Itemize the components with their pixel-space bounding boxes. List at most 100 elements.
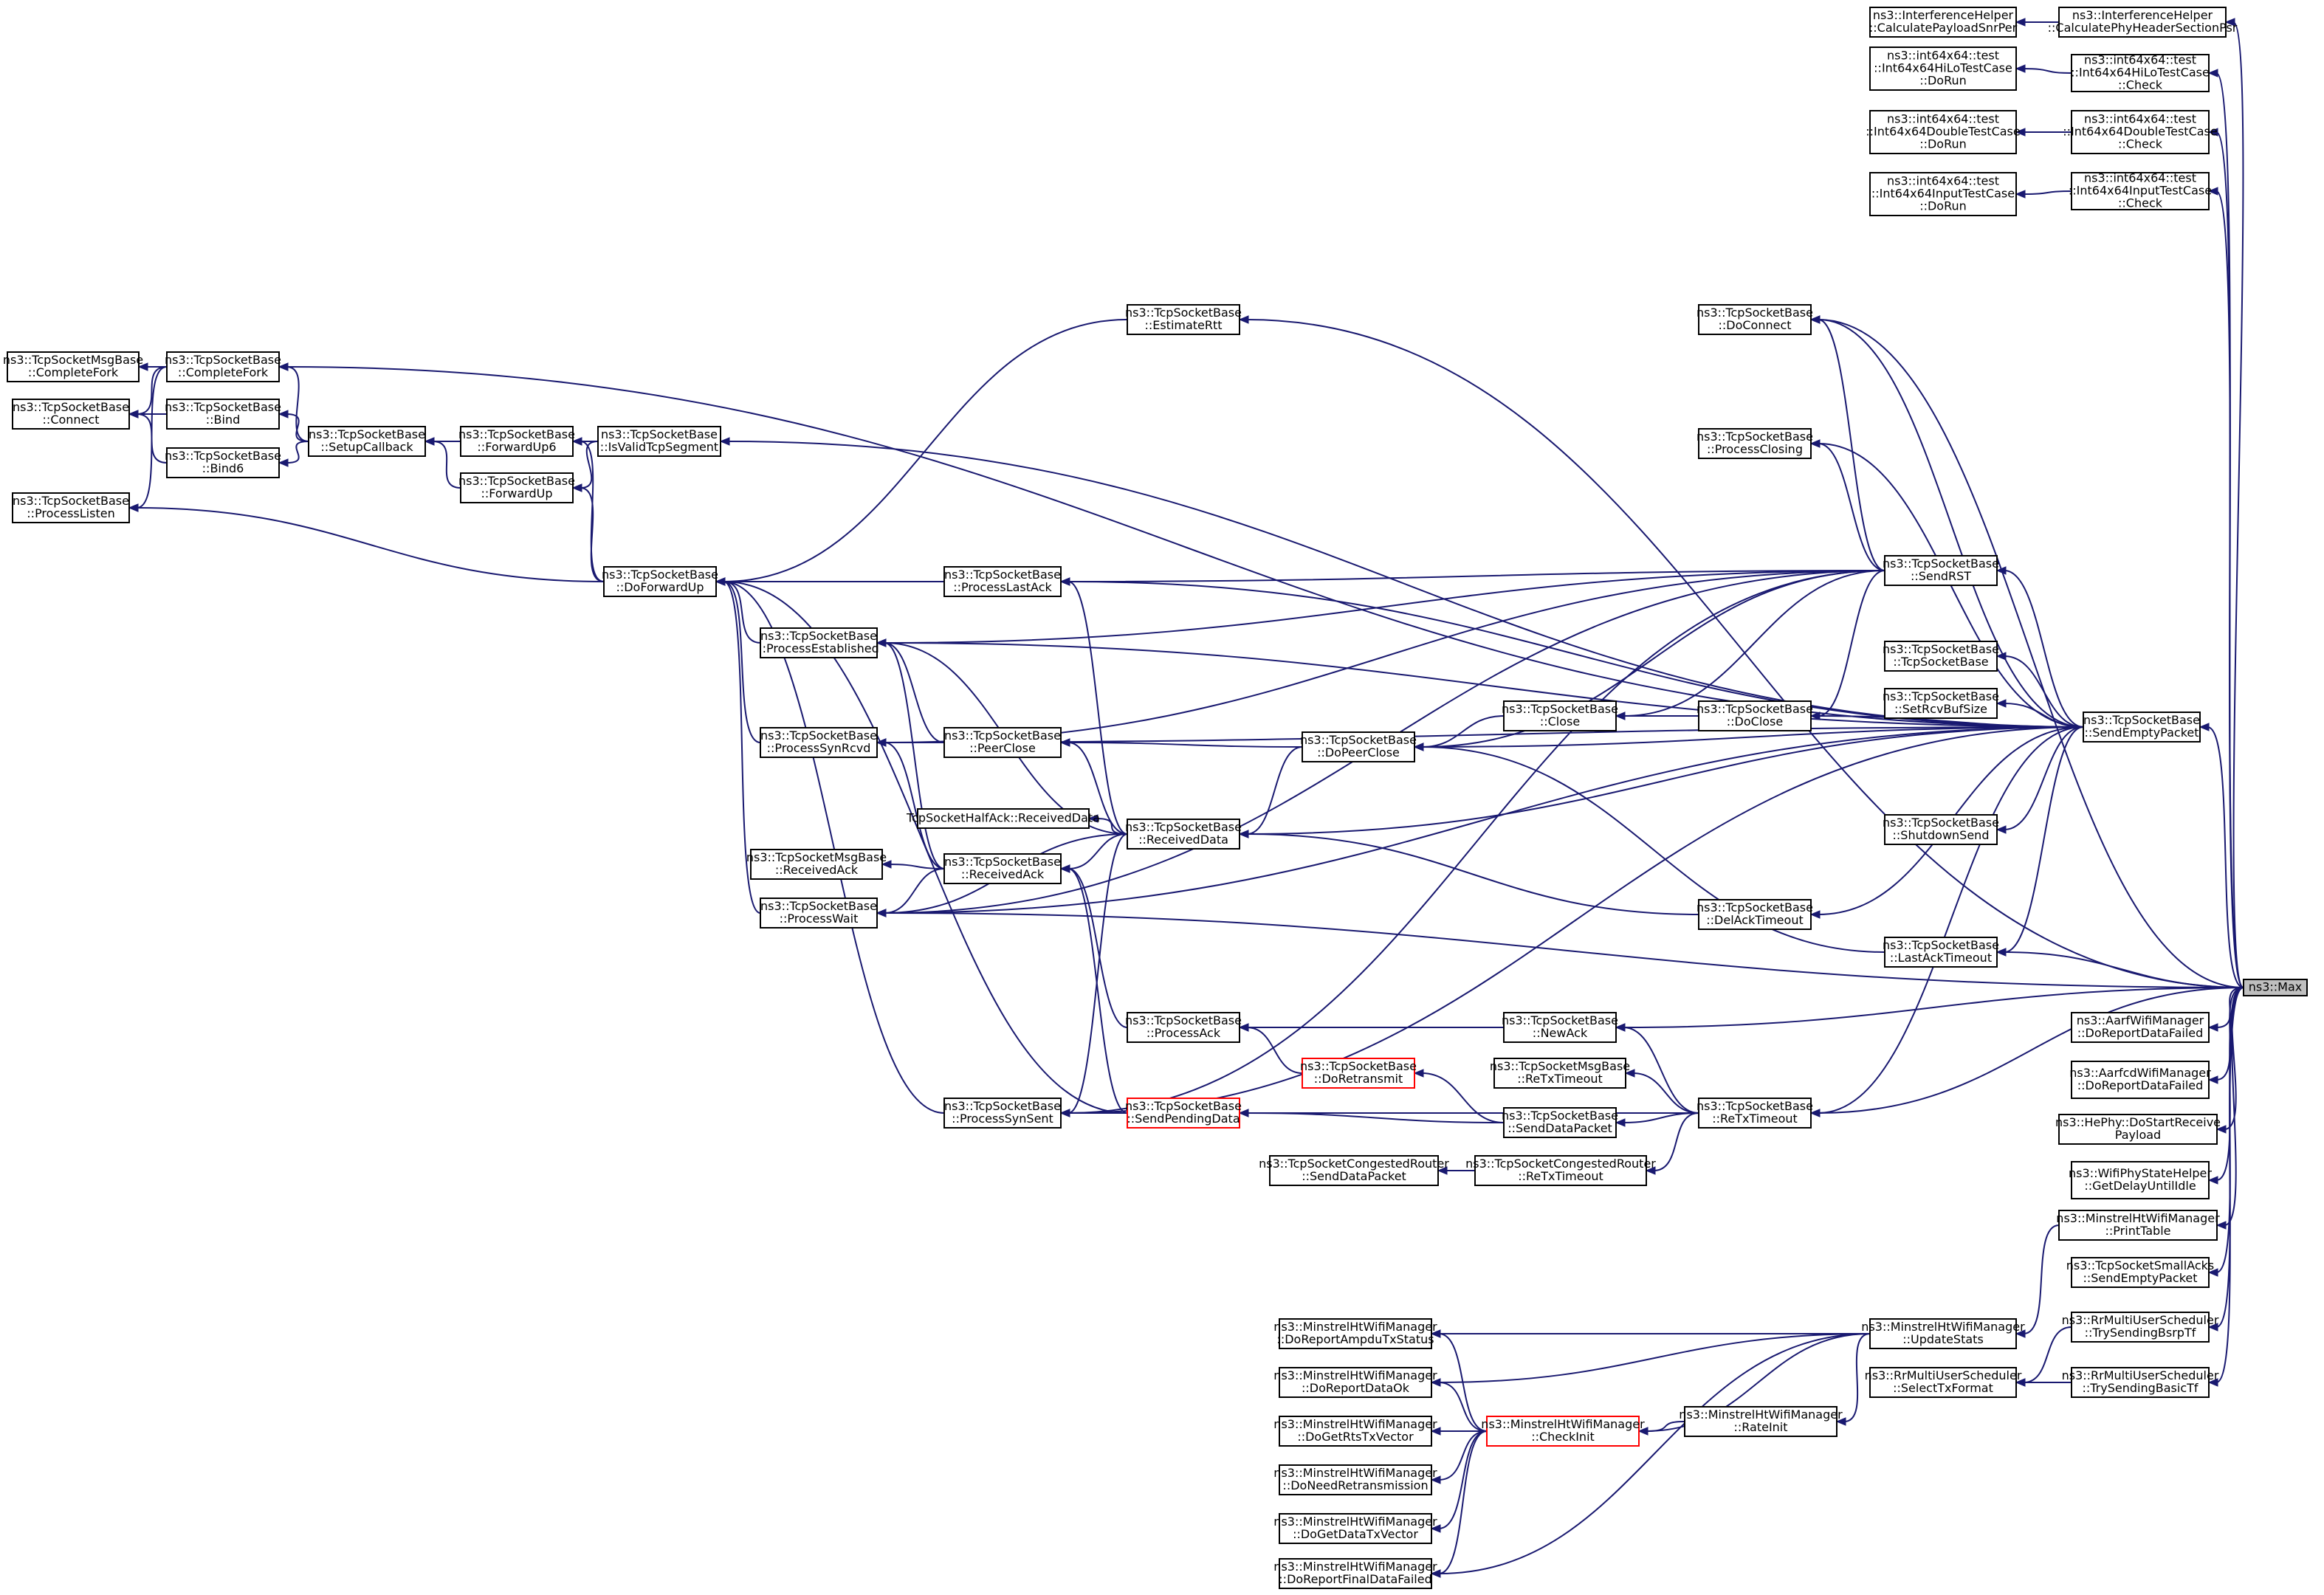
- node-bind6[interactable]: ns3::TcpSocketBase::Bind6: [165, 447, 281, 478]
- node-label-line: ::ProcessLastAck: [953, 580, 1052, 594]
- edge-lastack_timeout-to-send_empty: [1995, 726, 2084, 957]
- node-send-rst[interactable]: ns3::TcpSocketBase::SendRST: [1883, 555, 1999, 586]
- node-box: [1884, 688, 1998, 719]
- node-completefork[interactable]: ns3::TcpSocketBase::CompleteFork: [165, 351, 281, 382]
- node-basic-tf[interactable]: ns3::RrMultiUserScheduler::TrySendingBas…: [2062, 1367, 2219, 1398]
- node-bsrp[interactable]: ns3::RrMultiUserScheduler::TrySendingBsr…: [2062, 1312, 2219, 1343]
- node-label-line: ::DoConnect: [1718, 318, 1791, 332]
- node-send-data-packet[interactable]: ns3::TcpSocketBase::SendDataPacket: [1502, 1107, 1618, 1138]
- node-new-ack[interactable]: ns3::TcpSocketBase::NewAck: [1502, 1012, 1618, 1043]
- node-report-ok[interactable]: ns3::MinstrelHtWifiManager::DoReportData…: [1273, 1367, 1437, 1398]
- node-process-syn-sent[interactable]: ns3::TcpSocketBase::ProcessSynSent: [943, 1098, 1062, 1129]
- node-msg-retx[interactable]: ns3::TcpSocketMsgBase::ReTxTimeout: [1490, 1058, 1630, 1089]
- node-send-empty[interactable]: ns3::TcpSocketBase::SendEmptyPacket: [2083, 712, 2201, 743]
- node-select-tx[interactable]: ns3::RrMultiUserScheduler::SelectTxForma…: [1865, 1367, 2022, 1398]
- node-received-ack[interactable]: ns3::TcpSocketBase::ReceivedAck: [943, 853, 1062, 884]
- node-label-line: ::Int64x64HiLoTestCase: [1874, 61, 2012, 75]
- node-rts-tx[interactable]: ns3::MinstrelHtWifiManager::DoGetRtsTxVe…: [1273, 1416, 1437, 1447]
- node-wifi-delay[interactable]: ns3::WifiPhyStateHelper::GetDelayUntilId…: [2069, 1161, 2212, 1199]
- node-process-listen[interactable]: ns3::TcpSocketBase::ProcessListen: [12, 492, 130, 523]
- node-data-tx[interactable]: ns3::MinstrelHtWifiManager::DoGetDataTxV…: [1273, 1513, 1437, 1544]
- node-do-forward-up[interactable]: ns3::TcpSocketBase::DoForwardUp: [602, 566, 718, 597]
- node-halfack-received[interactable]: TcpSocketHalfAck::ReceivedData: [906, 808, 1100, 829]
- node-retx-timeout[interactable]: ns3::TcpSocketBase::ReTxTimeout: [1696, 1098, 1813, 1129]
- node-label-line: ns3::MinstrelHtWifiManager: [1273, 1515, 1437, 1529]
- node-label-line: ns3::int64x64::test: [2084, 53, 2196, 67]
- node-process-ack[interactable]: ns3::TcpSocketBase::ProcessAck: [1125, 1012, 1242, 1043]
- node-delack-timeout[interactable]: ns3::TcpSocketBase::DelAckTimeout: [1696, 899, 1813, 930]
- node-msg-completefork[interactable]: ns3::TcpSocketMsgBase::CompleteFork: [3, 351, 143, 382]
- node-aarf-report[interactable]: ns3::AarfWifiManager::DoReportDataFailed: [2071, 1012, 2210, 1043]
- node-ih-phy[interactable]: ns3::InterferenceHelper::CalculatePhyHea…: [2048, 7, 2238, 38]
- edge-arrowhead: [2207, 1323, 2218, 1332]
- node-received-data[interactable]: ns3::TcpSocketBase::ReceivedData: [1125, 819, 1242, 850]
- node-dbl-dorun[interactable]: ns3::int64x64::test::Int64x64DoubleTestC…: [1866, 110, 2021, 154]
- node-label-line: ::SendPendingData: [1127, 1112, 1240, 1126]
- node-box: [2071, 110, 2210, 154]
- node-hilo-dorun[interactable]: ns3::int64x64::test::Int64x64HiLoTestCas…: [1869, 46, 2017, 91]
- node-process-established[interactable]: ns3::TcpSocketBase::ProcessEstablished: [758, 627, 879, 658]
- edge-line: [884, 642, 945, 869]
- node-estimate-rtt[interactable]: ns3::TcpSocketBase::EstimateRtt: [1125, 304, 1242, 335]
- node-connect[interactable]: ns3::TcpSocketBase::Connect: [12, 399, 130, 430]
- node-update-stats[interactable]: ns3::MinstrelHtWifiManager::UpdateStats: [1861, 1318, 2025, 1349]
- node-process-last-ack[interactable]: ns3::TcpSocketBase::ProcessLastAck: [943, 566, 1062, 597]
- edge-arrowhead: [2207, 1378, 2218, 1387]
- node-lastack-timeout[interactable]: ns3::TcpSocketBase::LastAckTimeout: [1883, 937, 1999, 968]
- edge-report_ok-to-update_stats: [1430, 1333, 1871, 1387]
- edge-process_syn_rcvd-to-received_ack: [876, 738, 945, 869]
- node-process-wait[interactable]: ns3::TcpSocketBase::ProcessWait: [760, 898, 878, 929]
- node-msg-received-ack[interactable]: ns3::TcpSocketMsgBase::ReceivedAck: [746, 849, 887, 880]
- node-hilo-check[interactable]: ns3::int64x64::test::Int64x64HiLoTestCas…: [2071, 53, 2210, 92]
- node-peer-close[interactable]: ns3::TcpSocketBase::PeerClose: [943, 727, 1062, 758]
- node-box: [1474, 1155, 1647, 1186]
- node-print-table[interactable]: ns3::MinstrelHtWifiManager::PrintTable: [2056, 1210, 2220, 1241]
- node-rate-init[interactable]: ns3::MinstrelHtWifiManager::RateInit: [1679, 1406, 1843, 1437]
- node-label-line: ::DoRun: [1919, 199, 1967, 213]
- node-ampdu-tx[interactable]: ns3::MinstrelHtWifiManager::DoReportAmpd…: [1273, 1318, 1437, 1349]
- node-box: [1869, 46, 2017, 91]
- edge-need_retx-to-check_init: [1430, 1430, 1488, 1484]
- node-close[interactable]: ns3::TcpSocketBase::Close: [1502, 700, 1618, 731]
- node-forward-up6[interactable]: ns3::TcpSocketBase::ForwardUp6: [458, 426, 575, 457]
- node-box: [1869, 110, 2017, 154]
- node-tcp-ctor[interactable]: ns3::TcpSocketBase::TcpSocketBase: [1883, 641, 1999, 672]
- node-process-closing[interactable]: ns3::TcpSocketBase::ProcessClosing: [1696, 428, 1813, 459]
- node-final-failed[interactable]: ns3::MinstrelHtWifiManager::DoReportFina…: [1273, 1558, 1437, 1589]
- node-box: [166, 351, 280, 382]
- node-aarfcd-report[interactable]: ns3::AarfcdWifiManager::DoReportDataFail…: [2069, 1061, 2211, 1099]
- node-small-acks[interactable]: ns3::TcpSocketSmallAcks::SendEmptyPacket: [2066, 1257, 2215, 1288]
- node-do-peer-close[interactable]: ns3::TcpSocketBase::DoPeerClose: [1300, 731, 1417, 762]
- node-setup-callback[interactable]: ns3::TcpSocketBase::SetupCallback: [308, 426, 426, 457]
- node-send-pending[interactable]: ns3::TcpSocketBase::SendPendingData: [1125, 1098, 1242, 1129]
- node-need-retx[interactable]: ns3::MinstrelHtWifiManager::DoNeedRetran…: [1273, 1464, 1437, 1495]
- node-dbl-check[interactable]: ns3::int64x64::test::Int64x64DoubleTestC…: [2063, 110, 2218, 154]
- edge-line: [1068, 726, 2084, 1114]
- node-do-connect[interactable]: ns3::TcpSocketBase::DoConnect: [1696, 304, 1813, 335]
- node-ih-payload[interactable]: ns3::InterferenceHelper::CalculatePayloa…: [1869, 7, 2018, 38]
- edge-arrowhead: [2215, 1125, 2227, 1134]
- node-inp-dorun[interactable]: ns3::int64x64::test::Int64x64InputTestCa…: [1869, 172, 2017, 216]
- node-set-rcvbuf[interactable]: ns3::TcpSocketBase::SetRcvBufSize: [1883, 688, 1999, 719]
- node-shutdown-send[interactable]: ns3::TcpSocketBase::ShutdownSend: [1883, 814, 1999, 845]
- node-max[interactable]: ns3::Max: [2243, 979, 2308, 996]
- node-do-retransmit[interactable]: ns3::TcpSocketBase::DoRetransmit: [1300, 1058, 1417, 1089]
- node-label-line: ns3::InterferenceHelper: [2072, 8, 2213, 22]
- node-cong-send[interactable]: ns3::TcpSocketCongestedRouter::SendDataP…: [1259, 1155, 1449, 1186]
- nodes-layer: ns3::Max ns3::InterferenceHelper::Calcula…: [3, 7, 2308, 1589]
- node-check-init[interactable]: ns3::MinstrelHtWifiManager::CheckInit: [1481, 1416, 1645, 1447]
- node-label-line: Payload: [2115, 1128, 2161, 1142]
- node-is-valid[interactable]: ns3::TcpSocketBase::IsValidTcpSegment: [597, 426, 721, 457]
- node-bind[interactable]: ns3::TcpSocketBase::Bind: [165, 399, 281, 430]
- edge-arrowhead: [2015, 18, 2026, 27]
- node-process-syn-rcvd[interactable]: ns3::TcpSocketBase::ProcessSynRcvd: [760, 727, 878, 758]
- node-inp-check[interactable]: ns3::int64x64::test::Int64x64InputTestCa…: [2069, 171, 2212, 210]
- node-do-close[interactable]: ns3::TcpSocketBase::DoClose: [1696, 700, 1813, 731]
- edge-process_listen-to-completefork: [128, 366, 168, 512]
- node-forward-up[interactable]: ns3::TcpSocketBase::ForwardUp: [458, 472, 575, 503]
- node-cong-retx[interactable]: ns3::TcpSocketCongestedRouter::ReTxTimeo…: [1465, 1155, 1656, 1186]
- edge-arrowhead: [2015, 64, 2026, 73]
- node-label-line: ::ReceivedAck: [775, 863, 859, 877]
- edge-line: [1818, 443, 1885, 571]
